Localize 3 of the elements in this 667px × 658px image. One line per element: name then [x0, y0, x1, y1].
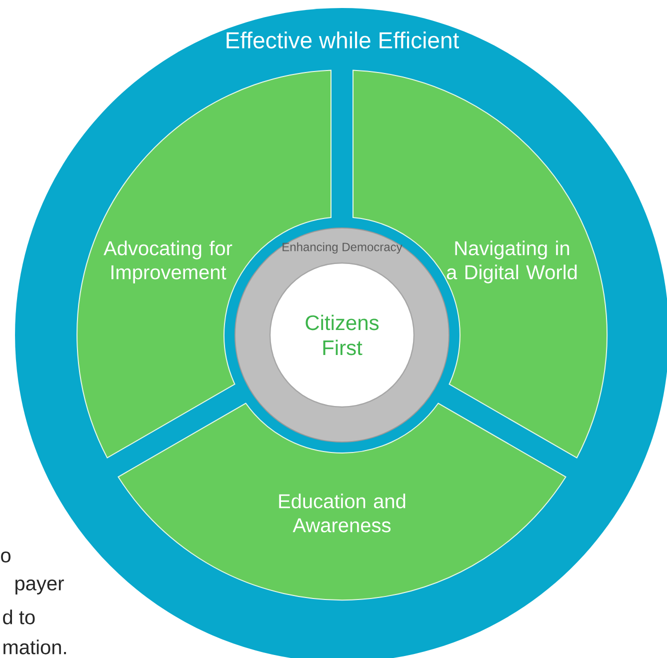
text-fragment: payer	[16, 580, 64, 594]
ring-segment: Education and Awareness	[118, 402, 566, 600]
text-fragment: o	[1, 552, 10, 562]
